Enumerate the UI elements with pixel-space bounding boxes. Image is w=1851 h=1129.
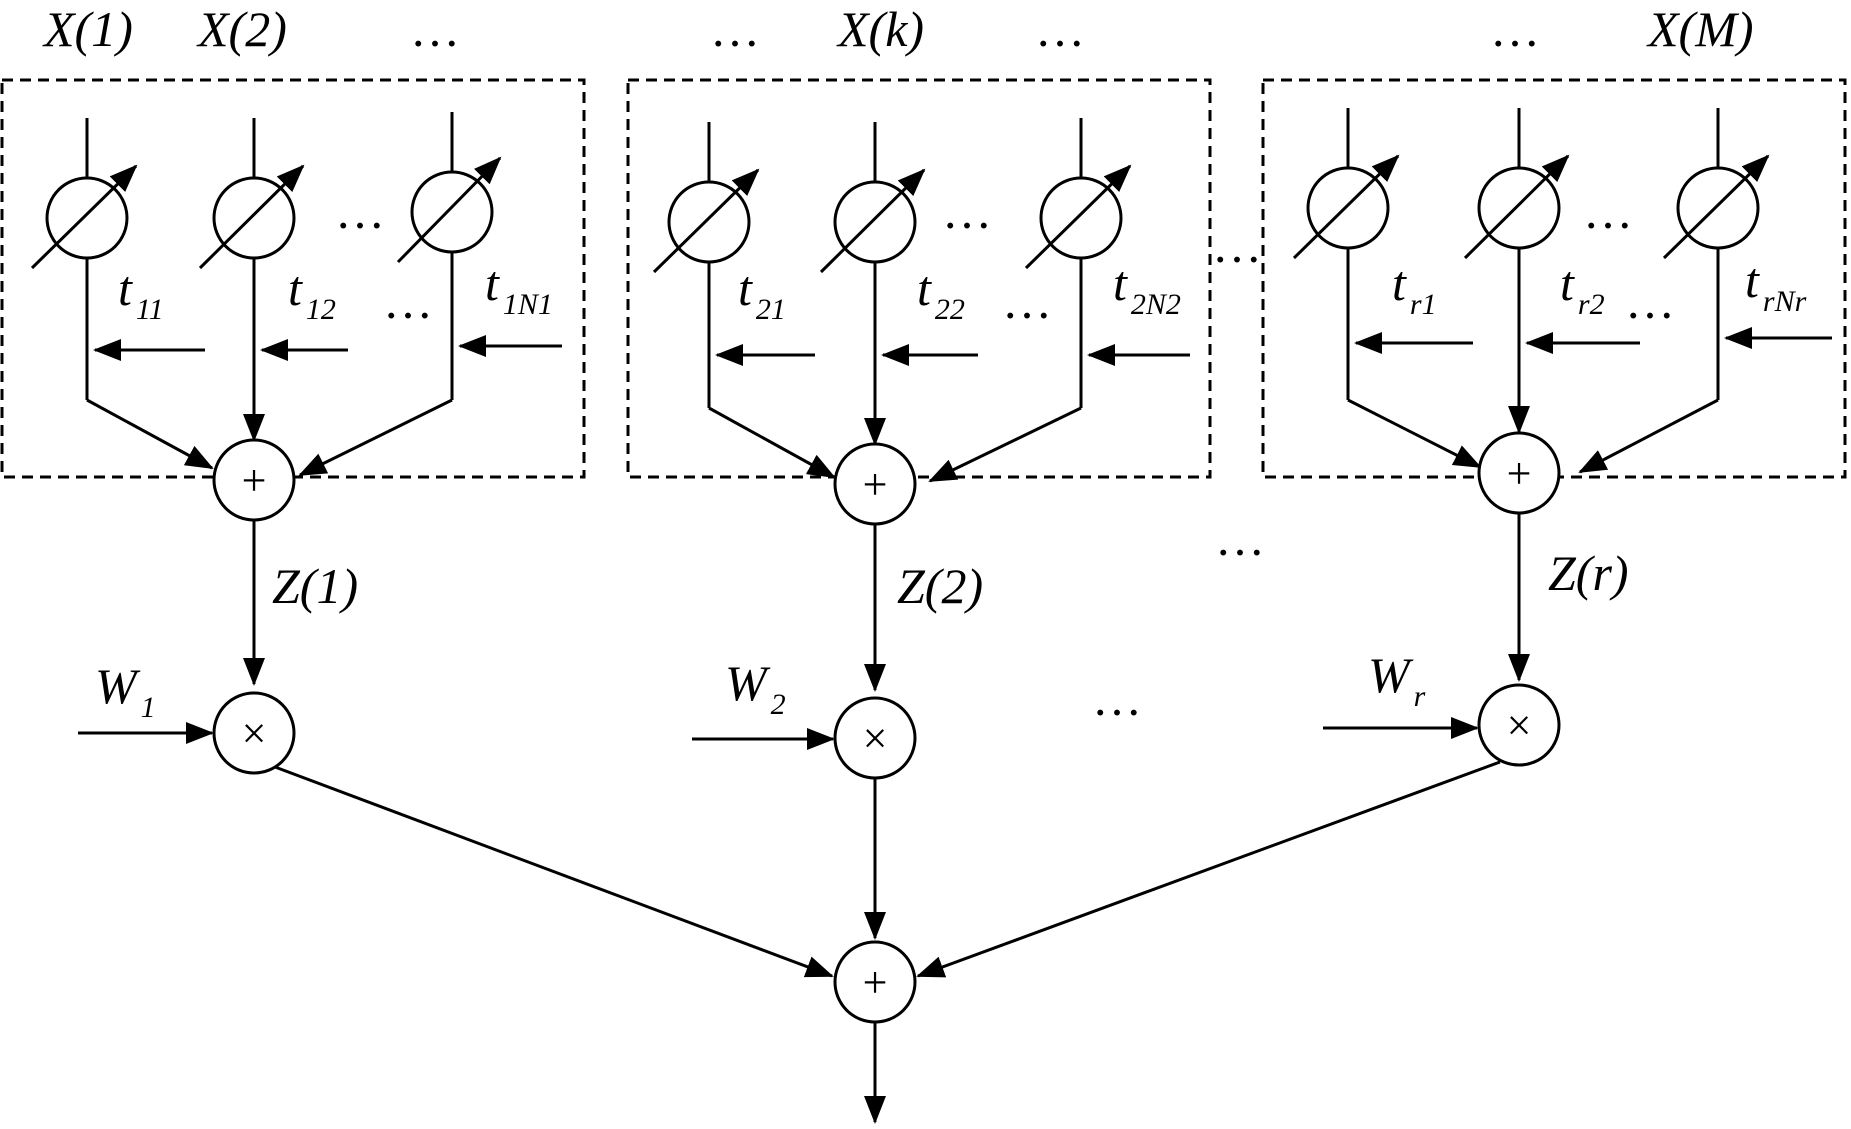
summer-symbol: + [1507,449,1532,498]
input-dots: … [1490,1,1540,57]
phase-shifter-icon [833,180,917,264]
final-summer-symbol: + [863,958,888,1007]
subarray-output-label: Z(2) [897,558,983,614]
summer-symbol: + [863,460,888,509]
phase-shifter-icon [1306,166,1390,250]
subarray-box-2 [626,78,1212,479]
multiplier-symbol: × [1507,701,1532,750]
input-label-x2: X(2) [196,1,287,57]
input-dots: … [410,1,460,57]
phase-shifter-icon [212,176,296,260]
subarray-output-label: Z(1) [272,558,358,614]
group-dots: … [1092,670,1142,726]
element-dots: … [1625,273,1675,329]
summer-symbol: + [242,456,267,505]
input-dots: … [1035,1,1085,57]
phase-shifter-icon [1039,176,1123,260]
input-label-xm: X(M) [1646,1,1754,57]
phase-shifter-icon [410,170,494,254]
input-label-x1: X(1) [42,1,133,57]
group-dots: … [1212,217,1262,273]
input-dots: … [710,1,760,57]
element-dots: … [335,183,385,239]
multiplier-symbol: × [863,714,888,763]
multiplier-icon [1477,683,1561,767]
phase-shifter-icon [45,176,129,260]
input-label-xk: X(k) [836,1,924,57]
group-dots: … [1215,510,1265,566]
subarray-output-label: Z(r) [1548,545,1629,601]
phase-shifter-icon [1477,166,1561,250]
multiplier-symbol: × [242,709,267,758]
element-dots: … [1583,183,1633,239]
phase-shifter-icon [667,180,751,264]
phase-shifter-icon [1676,166,1760,250]
element-dots: … [942,183,992,239]
multiplier-icon [212,691,296,775]
element-dots: … [383,273,433,329]
element-dots: … [1002,273,1052,329]
